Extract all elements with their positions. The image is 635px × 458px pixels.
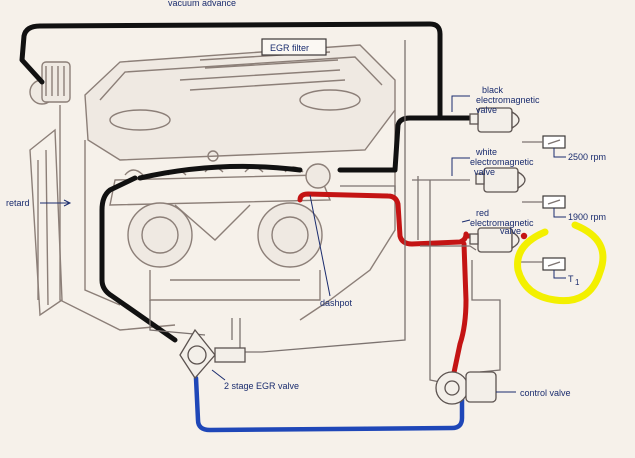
white-valve-label-3: valve xyxy=(474,167,495,177)
vacuum-advance-label: vacuum advance xyxy=(168,0,236,8)
black-valve-label-3: valve xyxy=(476,105,497,115)
red-valve-label-2: electromagnetic xyxy=(470,218,534,228)
yellow-highlight-circle xyxy=(514,221,607,305)
t1-subscript: 1 xyxy=(575,278,580,287)
red-hose xyxy=(297,191,479,247)
egr-filter: EGR filter xyxy=(261,38,327,56)
egr-filter-label: EGR filter xyxy=(270,43,309,53)
red-hose-control xyxy=(449,241,469,385)
egr-valve xyxy=(179,328,246,380)
black-valve-label-1: black xyxy=(482,85,504,95)
engine-block xyxy=(29,44,396,331)
blue-hose xyxy=(193,375,465,433)
red-valve-label-3: valve xyxy=(500,226,521,236)
black-valve-label-2: electromagnetic xyxy=(476,95,540,105)
control-valve xyxy=(435,371,497,405)
rpm-2500-label: 2500 rpm xyxy=(568,152,606,162)
black-hose-vacuum-advance xyxy=(19,21,481,121)
control-valve-label: control valve xyxy=(520,388,571,398)
dashpot-label: dashpot xyxy=(320,298,353,308)
rpm-switch-1900 xyxy=(522,195,566,218)
white-valve-label-2: electromagnetic xyxy=(470,157,534,167)
red-valve-label-1: red xyxy=(476,208,489,218)
temp-switch-t1 xyxy=(520,257,566,279)
black-electromagnetic-valve xyxy=(469,107,520,133)
t1-label: T xyxy=(568,274,574,284)
red-electromagnetic-valve xyxy=(469,227,520,253)
white-valve-label-1: white xyxy=(475,147,497,157)
rpm-1900-label: 1900 rpm xyxy=(568,212,606,222)
black-hose-center xyxy=(337,115,443,173)
egr-valve-label: 2 stage EGR valve xyxy=(224,381,299,391)
thin-vacuum-lines xyxy=(149,40,501,383)
leader-lines xyxy=(40,95,516,393)
white-electromagnetic-valve xyxy=(475,167,526,193)
black-hose-egr xyxy=(99,175,178,343)
black-hose-egr-2 xyxy=(137,163,303,181)
rpm-switch-2500 xyxy=(522,135,566,158)
retard-label: retard xyxy=(6,198,30,208)
